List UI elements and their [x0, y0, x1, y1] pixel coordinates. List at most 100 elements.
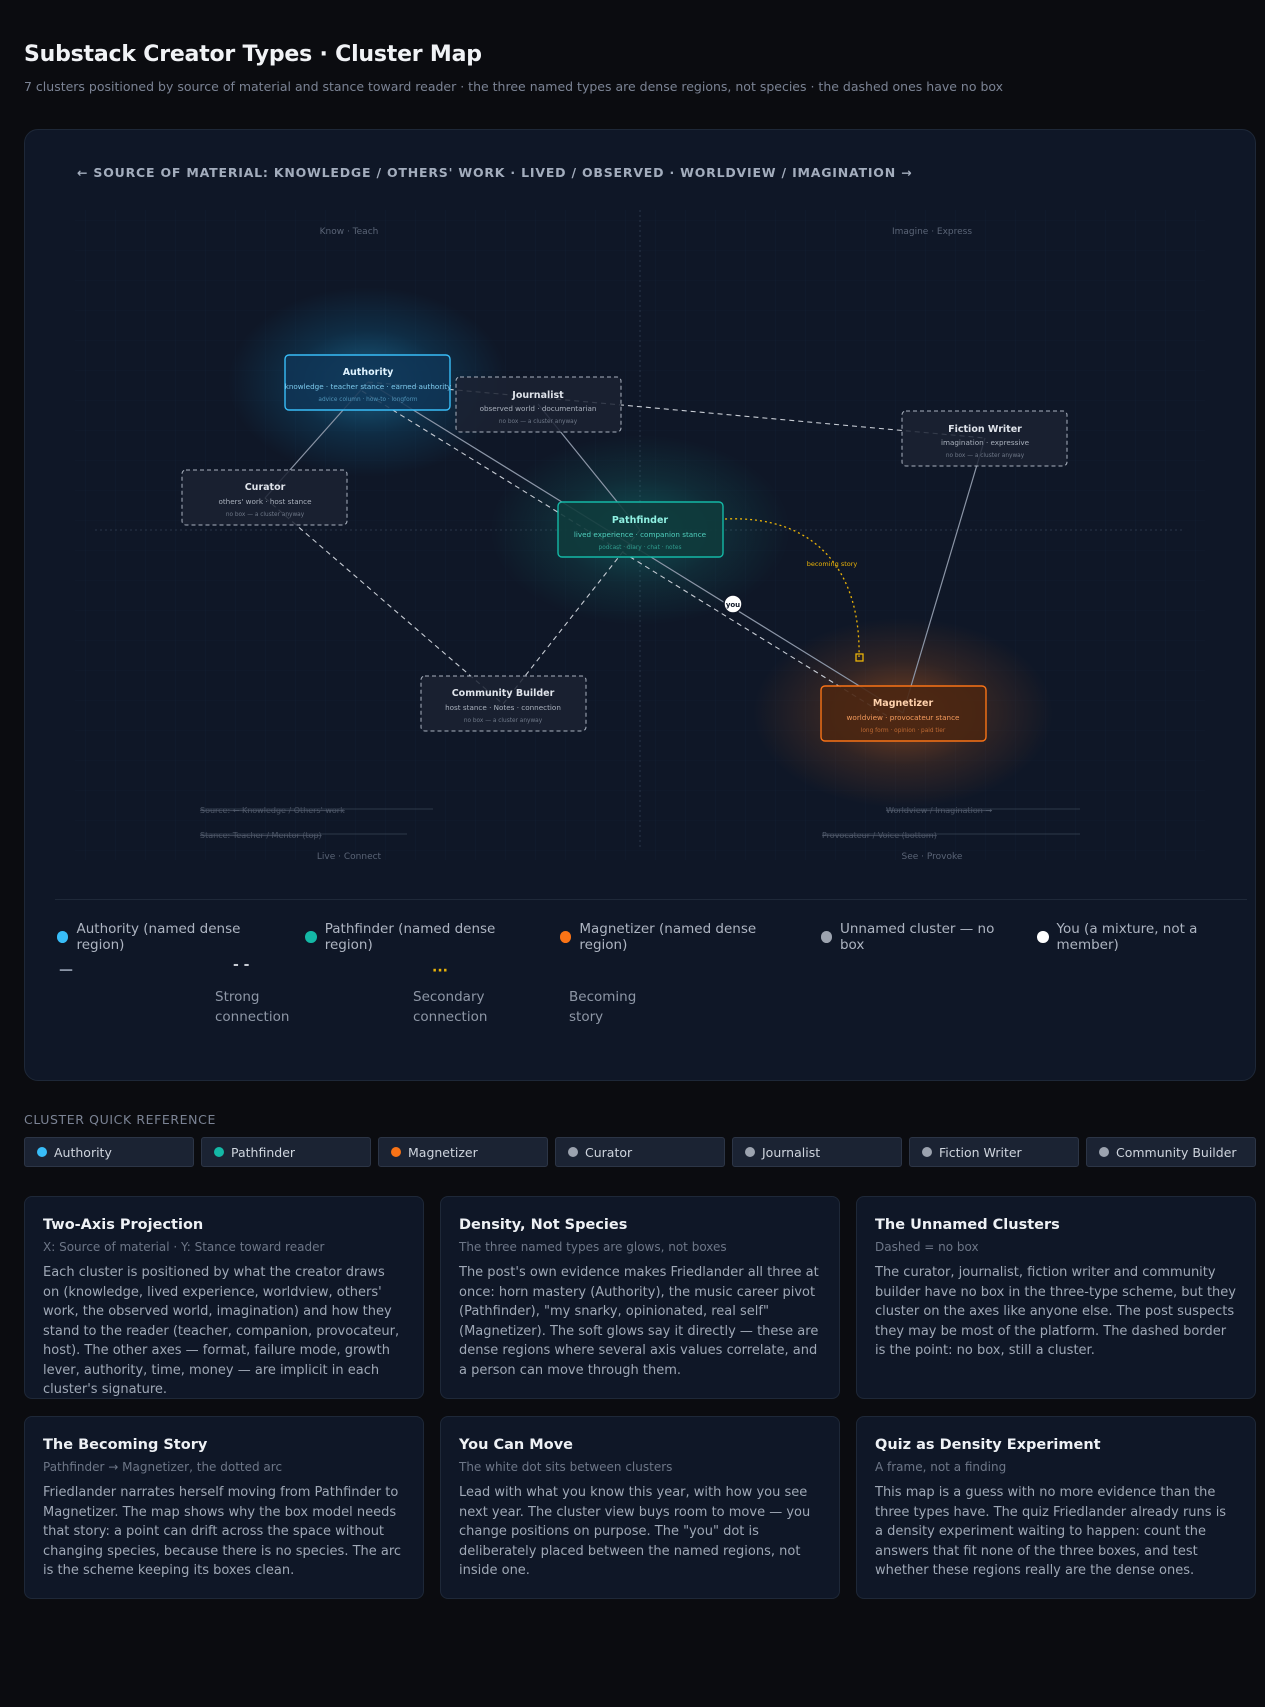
- cluster-pathfinder[interactable]: Pathfinder lived experience · companion …: [557, 501, 724, 558]
- cluster-fiction-writer[interactable]: Fiction Writer imagination · expressive …: [901, 410, 1068, 467]
- quadrant-label-top-left: Know · Teach: [320, 227, 379, 237]
- cluster-community-builder[interactable]: Community Builder host stance · Notes · …: [420, 675, 587, 732]
- strong-line-icon: —: [59, 962, 73, 978]
- explanation-cards: Two-Axis Projection X: Source of materia…: [24, 1196, 1256, 1599]
- legend-label: Magnetizer (named dense region): [579, 921, 757, 953]
- quadrant-label-bottom-right: See · Provoke: [902, 852, 963, 862]
- unnamed-dot-icon: [922, 1147, 932, 1157]
- secondary-connection-authority-magnetizer: [361, 390, 898, 723]
- card-title: The Becoming Story: [43, 1437, 208, 1453]
- secondary-connection-curator-community: [264, 497, 504, 705]
- chip-fiction-writer[interactable]: Fiction Writer: [909, 1137, 1079, 1167]
- chip-label: Community Builder: [1116, 1144, 1237, 1160]
- cluster-curator[interactable]: Curator others' work · host stance no bo…: [181, 469, 348, 526]
- magnetizer-line3: long form · opinion · paid tier: [861, 728, 946, 734]
- footnote-source-left: Source: ← Knowledge / Others' work: [200, 806, 345, 815]
- curator-box: [181, 469, 348, 526]
- card-subtitle: X: Source of material · Y: Stance toward…: [43, 1240, 325, 1254]
- card-title: Two-Axis Projection: [43, 1217, 204, 1233]
- becoming-story-arc: [724, 518, 860, 658]
- unnamed-dot-icon: [568, 1147, 578, 1157]
- card-subtitle: Pathfinder → Magnetizer, the dotted arc: [43, 1460, 283, 1474]
- authority-box: [284, 354, 451, 411]
- cluster-authority[interactable]: Authority knowledge · teacher stance · e…: [284, 354, 452, 411]
- card-unnamed-clusters: The Unnamed Clusters Dashed = no box The…: [856, 1196, 1256, 1399]
- legend-label: Pathfinder (named dense region): [324, 921, 496, 953]
- magnetizer-dot-icon: [391, 1147, 401, 1157]
- card-subtitle: The white dot sits between clusters: [459, 1460, 673, 1474]
- you-dot-icon: [1037, 931, 1049, 943]
- community-builder-title: Community Builder: [452, 688, 555, 699]
- journalist-box: [455, 376, 622, 433]
- chip-label: Curator: [585, 1144, 633, 1160]
- legend-label: Authority (named dense region): [76, 921, 241, 953]
- strong-connection-fiction-magnetizer: [902, 437, 986, 714]
- pathfinder-line2: lived experience · companion stance: [574, 530, 707, 539]
- cluster-map: Know · Teach Imagine · Express Live · Co…: [75, 210, 1205, 862]
- secondary-connection-pathfinder-community: [502, 529, 641, 705]
- cluster-magnetizer[interactable]: Magnetizer worldview · provocateur stanc…: [820, 685, 987, 742]
- magnetizer-dot-icon: [559, 931, 572, 943]
- magnetizer-title: Magnetizer: [873, 698, 934, 709]
- card-you-can-move: You Can Move The white dot sits between …: [440, 1416, 840, 1599]
- x-axis-title: ← SOURCE OF MATERIAL: KNOWLEDGE / OTHERS…: [77, 165, 913, 180]
- journalist-line2: observed world · documentarian: [480, 404, 597, 413]
- community-builder-box: [420, 675, 587, 732]
- footnote-stance-right: Provocateur / Voice (bottom): [822, 831, 937, 840]
- legend-item-authority: Authority (named dense region): [57, 921, 283, 953]
- becoming-line-icon: ···: [432, 963, 448, 979]
- community-builder-line3: no box — a cluster anyway: [464, 718, 543, 724]
- card-body: The curator, journalist, fiction writer …: [875, 1265, 1236, 1358]
- quick-reference-title: CLUSTER QUICK REFERENCE: [24, 1112, 216, 1127]
- chip-pathfinder[interactable]: Pathfinder: [201, 1137, 371, 1167]
- fiction-writer-line2: imagination · expressive: [941, 438, 1030, 447]
- card-subtitle: Dashed = no box: [875, 1240, 979, 1254]
- card-title: You Can Move: [459, 1437, 573, 1453]
- legend-divider: [55, 899, 1247, 900]
- unnamed-dot-icon: [820, 931, 832, 943]
- chip-journalist[interactable]: Journalist: [732, 1137, 902, 1167]
- legend-secondary-connection: Secondary connection: [413, 989, 488, 1025]
- pathfinder-title: Pathfinder: [612, 515, 668, 526]
- legend-label: You (a mixture, not a member): [1056, 921, 1198, 953]
- card-title: The Unnamed Clusters: [875, 1217, 1060, 1233]
- legend-label: Unnamed cluster — no box: [839, 921, 995, 953]
- authority-title: Authority: [343, 367, 394, 378]
- card-body: Each cluster is positioned by what the c…: [43, 1265, 400, 1397]
- curator-line2: others' work · host stance: [218, 497, 312, 506]
- cluster-journalist[interactable]: Journalist observed world · documentaria…: [455, 376, 622, 433]
- footnote-source-right: Worldview / Imagination →: [886, 806, 992, 815]
- chip-label: Magnetizer: [408, 1144, 478, 1160]
- you-label: you: [726, 601, 740, 609]
- chip-community-builder[interactable]: Community Builder: [1086, 1137, 1256, 1167]
- authority-dot-icon: [37, 1147, 47, 1157]
- you-dot: [723, 594, 743, 614]
- card-subtitle: The three named types are glows, not box…: [459, 1240, 727, 1254]
- chip-label: Authority: [54, 1144, 112, 1160]
- card-body: Lead with what you know this year, with …: [459, 1485, 811, 1578]
- secondary-line-icon: - -: [233, 957, 250, 973]
- magnetizer-line2: worldview · provocateur stance: [847, 713, 960, 722]
- journalist-line3: no box — a cluster anyway: [499, 419, 578, 425]
- card-body: This map is a guess with no more evidenc…: [875, 1485, 1227, 1578]
- journalist-title: Journalist: [511, 390, 564, 401]
- unnamed-dot-icon: [745, 1147, 755, 1157]
- quick-reference-chips: Authority Pathfinder Magnetizer Curator …: [24, 1137, 1256, 1167]
- you-marker[interactable]: you: [723, 594, 743, 614]
- legend-item-you: You (a mixture, not a member): [1037, 921, 1255, 953]
- unnamed-dot-icon: [1099, 1147, 1109, 1157]
- chip-magnetizer[interactable]: Magnetizer: [378, 1137, 548, 1167]
- legend-item-unnamed: Unnamed cluster — no box: [820, 921, 1016, 953]
- curator-line3: no box — a cluster anyway: [226, 512, 305, 518]
- page-title: Substack Creator Types · Cluster Map: [24, 42, 482, 67]
- legend: Authority (named dense region) Pathfinde…: [57, 921, 1255, 953]
- cluster-map-panel: ← SOURCE OF MATERIAL: KNOWLEDGE / OTHERS…: [24, 129, 1256, 1081]
- community-builder-line2: host stance · Notes · connection: [445, 703, 561, 712]
- chip-authority[interactable]: Authority: [24, 1137, 194, 1167]
- card-becoming-story: The Becoming Story Pathfinder → Magnetiz…: [24, 1416, 424, 1599]
- pathfinder-dot-icon: [214, 1147, 224, 1157]
- chip-curator[interactable]: Curator: [555, 1137, 725, 1167]
- card-two-axis-projection: Two-Axis Projection X: Source of materia…: [24, 1196, 424, 1399]
- authority-line2: knowledge · teacher stance · earned auth…: [285, 382, 452, 391]
- fiction-writer-title: Fiction Writer: [948, 424, 1022, 435]
